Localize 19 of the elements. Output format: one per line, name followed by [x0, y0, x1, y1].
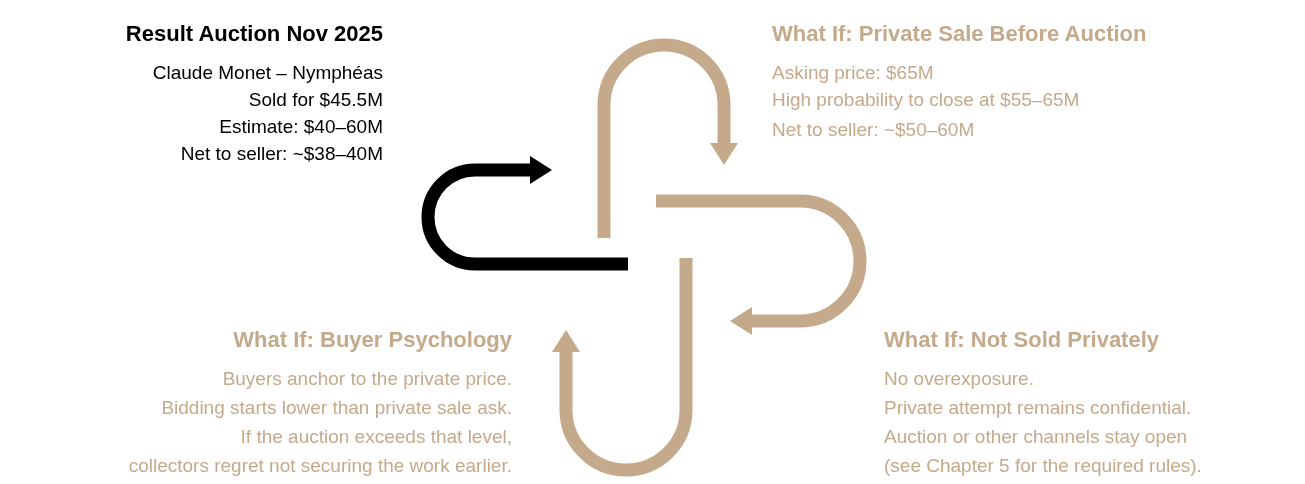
- text-line: (see Chapter 5 for the required rules).: [884, 455, 1202, 477]
- heading: Result Auction Nov 2025: [125, 23, 383, 45]
- text-line: Claude Monet – Nymphéas: [152, 62, 383, 84]
- heading: What If: Private Sale Before Auction: [772, 23, 1147, 45]
- text-line: Net to seller: ~$38–40M: [180, 143, 383, 165]
- text-line: If the auction exceeds that level,: [240, 426, 512, 448]
- text-line: Estimate: $40–60M: [219, 116, 383, 138]
- heading: What If: Buyer Psychology: [233, 329, 512, 351]
- text-line: collectors regret not securing the work earlier.: [128, 455, 512, 477]
- text-line: High probability to close at $55–65M: [772, 89, 1080, 111]
- heading: What If: Not Sold Privately: [884, 329, 1160, 351]
- text-line: No overexposure.: [884, 368, 1034, 390]
- text-line: Sold for $45.5M: [248, 89, 383, 111]
- text-line: Private attempt remains confidential.: [884, 397, 1192, 419]
- text-line: Auction or other channels stay open: [884, 426, 1188, 448]
- text-line: Bidding starts lower than private sale ask.: [161, 397, 512, 419]
- text-line: Buyers anchor to the private price.: [222, 368, 512, 390]
- text-line: Net to seller: ~$50–60M: [772, 119, 975, 141]
- text-line: Asking price: $65M: [772, 62, 934, 84]
